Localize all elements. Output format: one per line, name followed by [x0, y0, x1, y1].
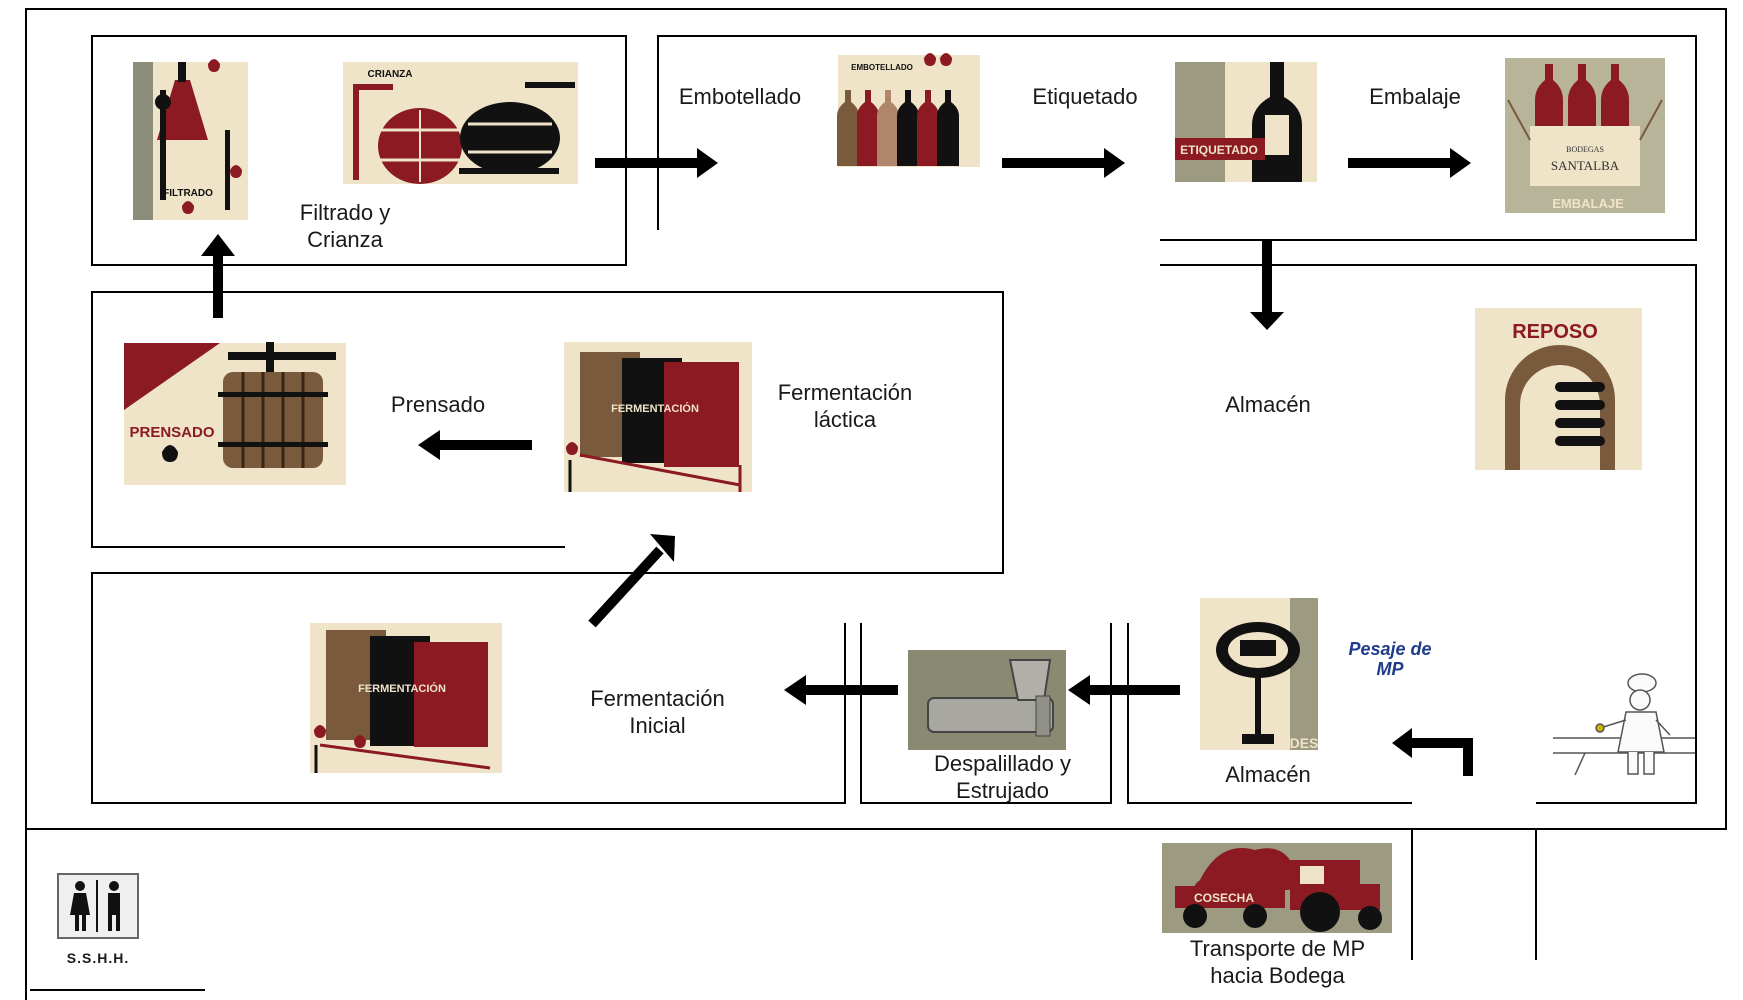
- label-transporte: Transporte de MP hacia Bodega: [1189, 936, 1366, 988]
- label-embalaje: Embalaje: [1369, 84, 1461, 109]
- worker-figure: [1553, 673, 1695, 776]
- prensado-poster: PRENSADO: [124, 342, 346, 485]
- arrow-lactica-to-prensado: [418, 430, 532, 460]
- crianza-poster: CRIANZA: [343, 62, 578, 184]
- label-prensado: Prensado: [390, 392, 486, 417]
- santalba-text: SANTALBA: [1551, 158, 1620, 173]
- despalillado-machine: [908, 650, 1066, 750]
- restroom-icon: [57, 873, 139, 939]
- fermentacion-lactica-poster-text: FERMENTACIÓN: [611, 402, 699, 415]
- label-filtrado-crianza: Filtrado y Crianza: [299, 200, 391, 252]
- cosecha-poster-text: COSECHA: [1194, 891, 1254, 905]
- embalaje-poster-text: EMBALAJE: [1552, 196, 1624, 211]
- label-pesaje: Pesaje de MP: [1348, 639, 1432, 679]
- label-fermentacion-inicial: Fermentación Inicial: [590, 686, 725, 738]
- room-fermentacion-inicial: [91, 572, 846, 804]
- label-despalillado: Despalillado y Estrujado: [934, 751, 1071, 803]
- filtrado-poster: FILTRADO: [133, 59, 248, 220]
- bottles: [837, 90, 959, 166]
- arrow-prensado-to-crianza: [201, 234, 235, 318]
- label-fermentacion-lactica: Fermentación láctica: [777, 380, 913, 432]
- room-almacen: [1160, 264, 1697, 804]
- prensado-poster-text: PRENSADO: [129, 424, 214, 441]
- etiquetado-poster-text: ETIQUETADO: [1180, 143, 1258, 157]
- cosecha-poster: COSECHA: [1162, 843, 1392, 933]
- reposo-poster-text: REPOSO: [1512, 321, 1598, 343]
- arrow-pesaje-to-despalillado: [1068, 675, 1180, 705]
- label-almacen-bottom: Almacén: [1225, 762, 1311, 787]
- room-pesaje: [1127, 623, 1412, 804]
- fermentacion-inicial-poster-text: FERMENTACIÓN: [358, 682, 446, 695]
- arrow-etiquetado-to-embalaje: [1348, 148, 1471, 178]
- room-fermentacion-lactica-right: [565, 291, 1004, 574]
- arrow-crianza-to-embotellado: [595, 148, 718, 178]
- arrow-inicial-to-lactica: [588, 534, 675, 628]
- etiquetado-poster: ETIQUETADO: [1175, 62, 1317, 182]
- room-prensado: [91, 291, 565, 548]
- embotellado-poster: EMBOTELLADO: [837, 53, 980, 167]
- fermentacion-inicial-poster: FERMENTACIÓN: [310, 623, 502, 773]
- arrow-embotellado-to-etiquetado: [1002, 148, 1125, 178]
- fermentacion-lactica-poster: FERMENTACIÓN: [564, 342, 752, 492]
- label-embotellado: Embotellado: [678, 84, 802, 109]
- crianza-poster-text: CRIANZA: [368, 69, 413, 80]
- arrow-entrance-to-pesaje: [1392, 728, 1473, 776]
- filtrado-poster-text: FILTRADO: [163, 188, 213, 199]
- reposo-poster: REPOSO: [1475, 308, 1642, 470]
- walls: [25, 8, 1727, 1000]
- room-bottling: [657, 35, 1697, 241]
- arrow-despalillado-to-inicial: [784, 675, 898, 705]
- pesaje-poster: DES: [1200, 598, 1318, 751]
- label-etiquetado: Etiquetado: [1032, 84, 1138, 109]
- flow-arrows: [201, 148, 1473, 776]
- embotellado-poster-text: EMBOTELLADO: [851, 63, 913, 72]
- bodegas-text: BODEGAS: [1566, 145, 1604, 154]
- embalaje-poster: BODEGAS SANTALBA EMBALAJE: [1505, 58, 1665, 213]
- label-sshh: S.S.H.H.: [66, 950, 130, 966]
- arrow-bottling-to-almacen: [1250, 240, 1284, 330]
- room-despalillado: [860, 623, 1112, 804]
- outer-wall: [25, 8, 1727, 830]
- label-almacen-top: Almacén: [1225, 392, 1311, 417]
- des-text: DES: [1290, 735, 1319, 751]
